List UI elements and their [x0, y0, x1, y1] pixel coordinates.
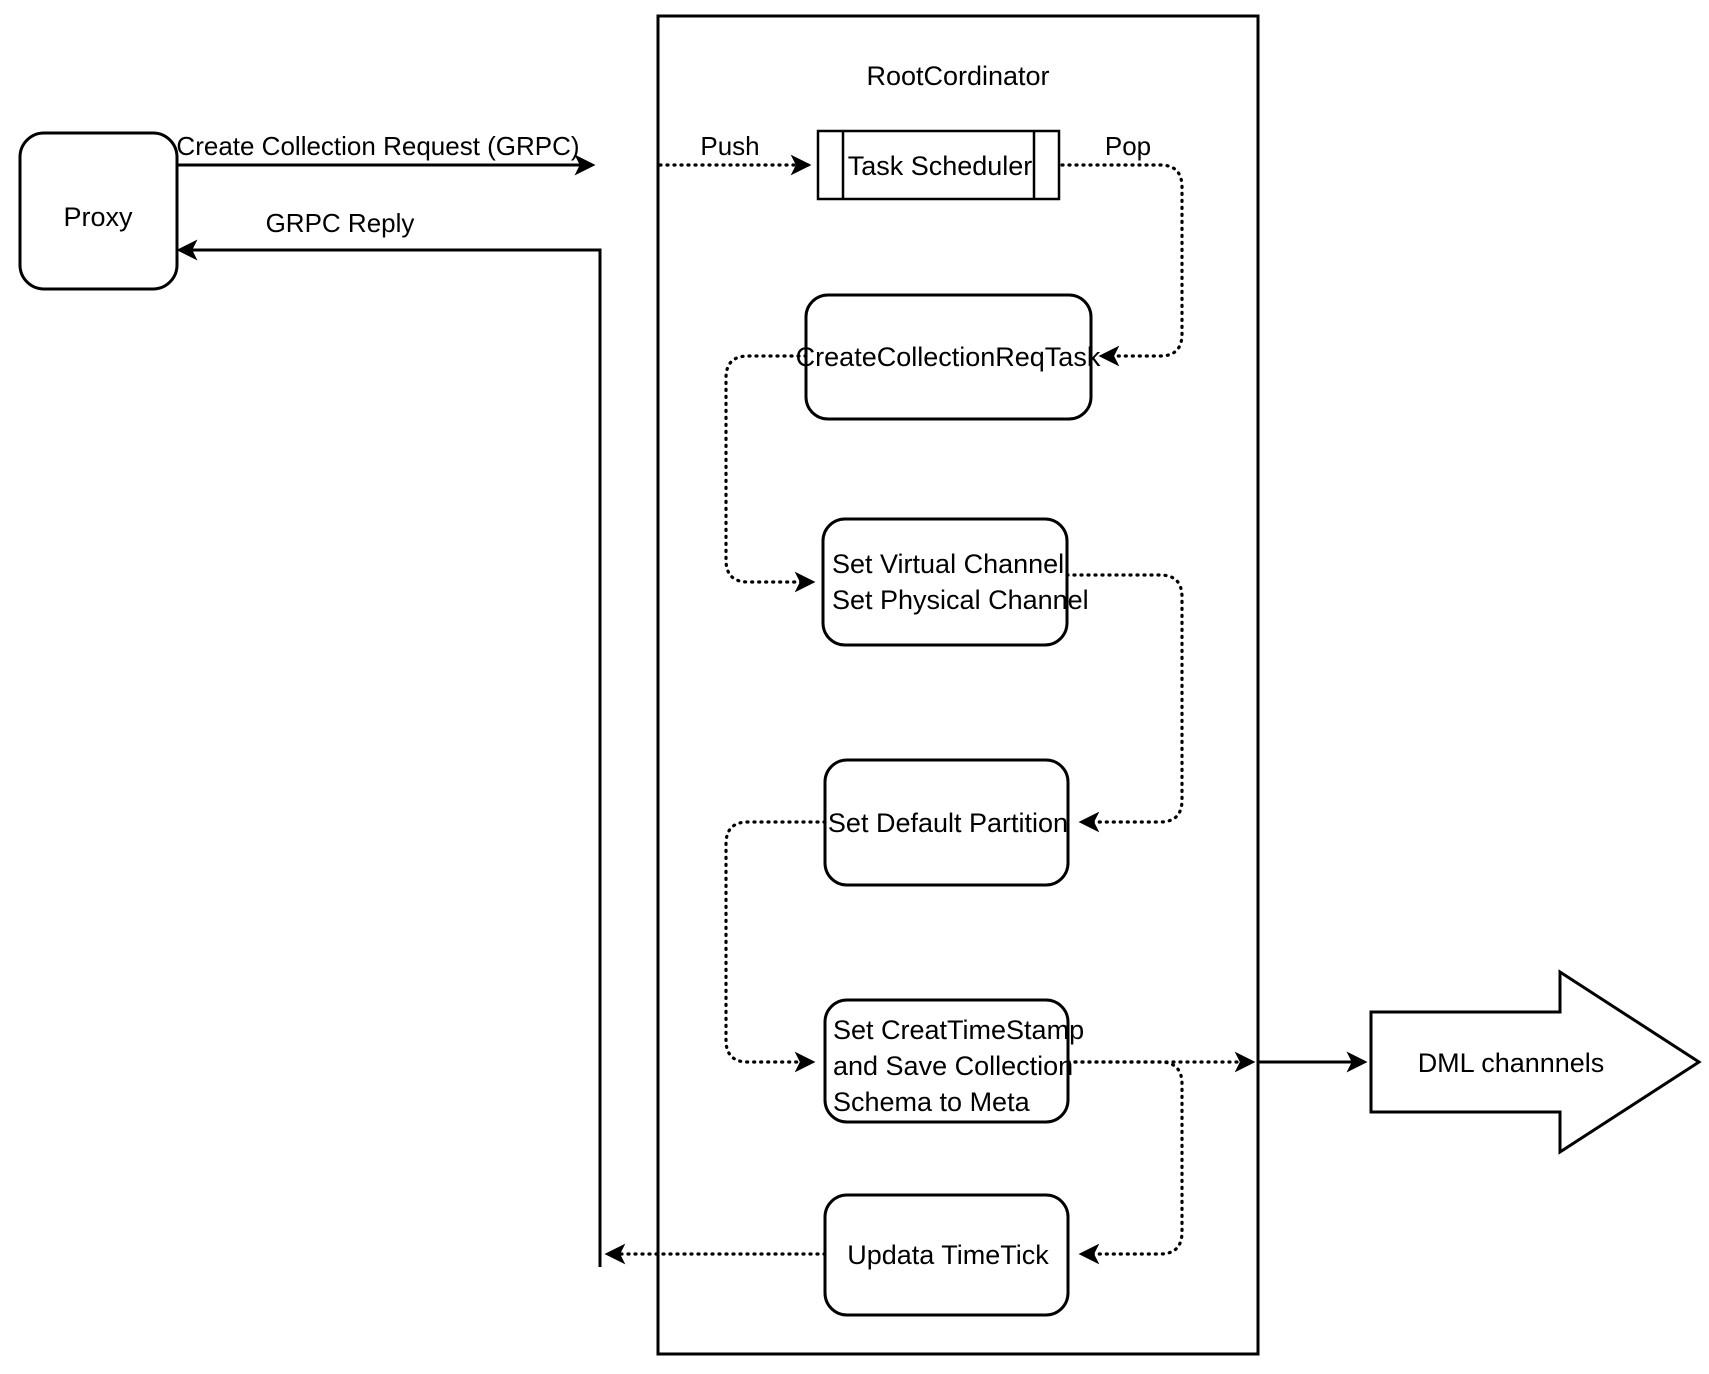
- node-create-collection-req-task-label: CreateCollectionReqTask: [796, 342, 1101, 372]
- node-dml-channels[interactable]: [1369, 969, 1702, 1155]
- node-proxy-label: Proxy: [63, 202, 133, 232]
- node-updata-timetick-label: Updata TimeTick: [847, 1240, 1049, 1270]
- rootcoordinator-title: RootCordinator: [866, 61, 1049, 91]
- node-set-timestamp-line3: Schema to Meta: [833, 1087, 1031, 1117]
- node-set-channel[interactable]: [821, 517, 1069, 647]
- node-proxy[interactable]: [18, 131, 179, 291]
- edge-pop-label: Pop: [1105, 131, 1151, 161]
- edge-channel-to-partition: [1065, 573, 1184, 833]
- node-set-channel-line2: Set Physical Channel: [832, 585, 1089, 615]
- edge-task-to-channel: [724, 354, 816, 593]
- edge-create-collection-request-label: Create Collection Request (GRPC): [176, 131, 579, 161]
- rootcoordinator-container: [656, 14, 1260, 1356]
- node-set-timestamp-line2: and Save Collection: [833, 1051, 1073, 1081]
- edge-pop: [1060, 163, 1184, 367]
- edge-partition-to-timestamp: [724, 820, 827, 1073]
- edge-grpc-reply-label: GRPC Reply: [266, 208, 415, 238]
- node-set-channel-line1: Set Virtual Channel: [832, 549, 1064, 579]
- node-task-scheduler[interactable]: [816, 129, 1061, 201]
- node-set-timestamp-line1: Set CreatTimeStamp: [833, 1015, 1084, 1045]
- node-task-scheduler-label: Task Scheduler: [848, 151, 1033, 181]
- edge-timestamp-to-timetick: [1066, 1060, 1184, 1265]
- node-dml-channels-label: DML channnels: [1418, 1048, 1605, 1078]
- edge-push-label: Push: [700, 131, 759, 161]
- edge-grpc-reply: [176, 239, 602, 1267]
- node-set-default-partition-label: Set Default Partition: [828, 808, 1068, 838]
